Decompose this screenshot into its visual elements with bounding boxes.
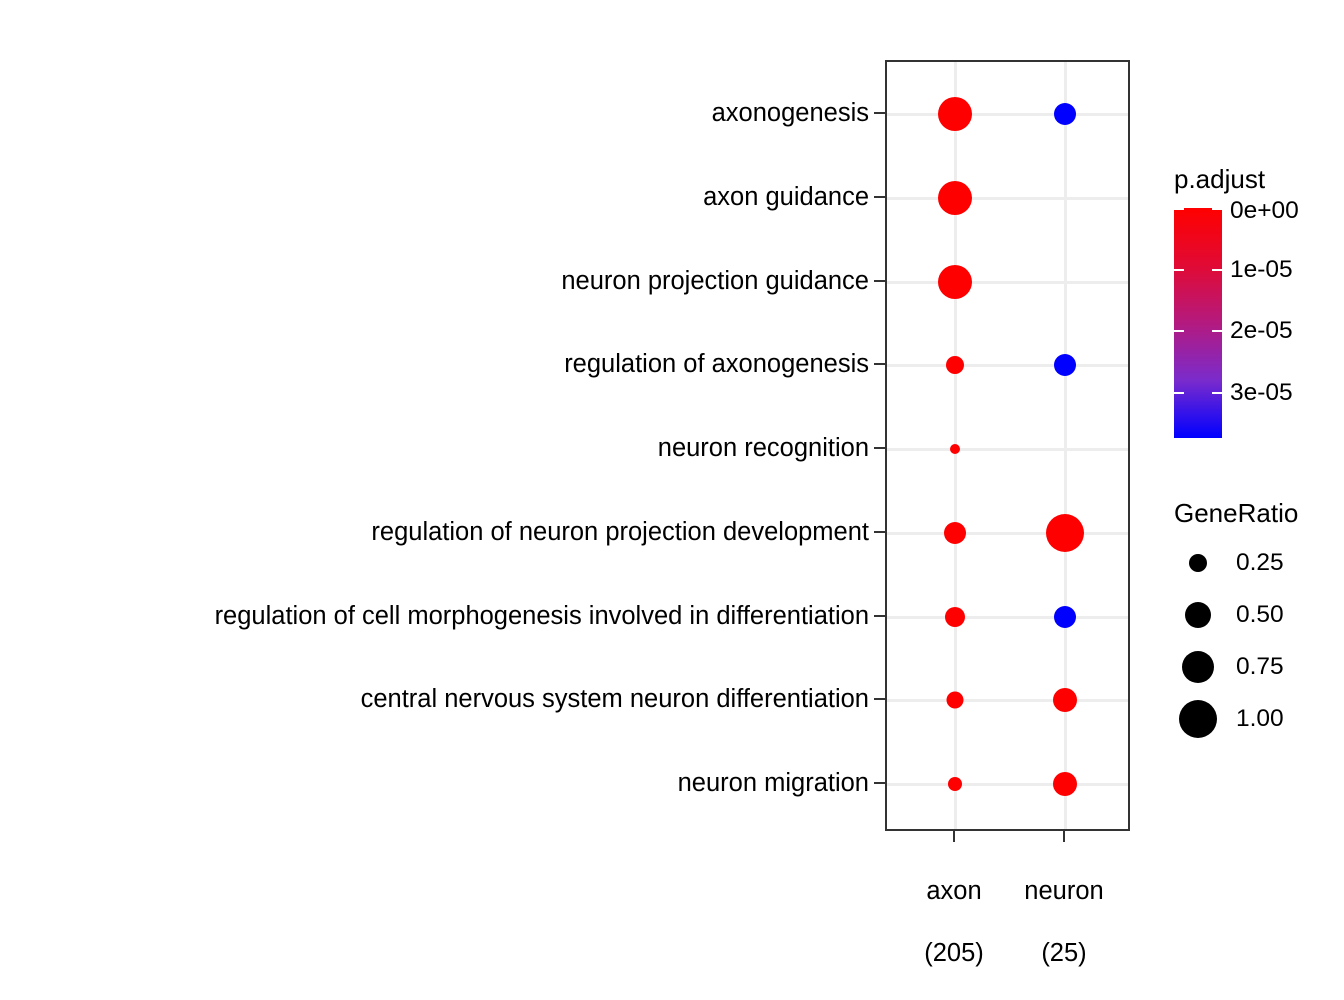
colorbar-tick-label: 2e-05	[1230, 317, 1293, 344]
data-point[interactable]	[946, 356, 964, 374]
colorbar-p-adjust	[1174, 208, 1222, 438]
y-axis: axonogenesis axon guidance neuron projec…	[214, 99, 869, 797]
colorbar-tick-label: 1e-05	[1230, 256, 1293, 283]
x-tick-label-neuron: neuron (25)	[964, 845, 1164, 1000]
gridline-horizontal	[887, 699, 1128, 702]
data-point[interactable]	[1054, 103, 1076, 125]
y-tick-label: central nervous system neuron differenti…	[360, 685, 869, 713]
data-point[interactable]	[938, 181, 972, 215]
y-tick-mark	[874, 698, 885, 700]
data-point[interactable]	[946, 691, 964, 709]
y-tick-label: neuron migration	[677, 769, 869, 797]
size-legend-dot	[1189, 554, 1207, 572]
size-legend-key	[1174, 643, 1222, 691]
data-point[interactable]	[938, 97, 972, 131]
gridline-horizontal	[887, 532, 1128, 535]
size-legend-label: 1.00	[1236, 705, 1284, 732]
dotplot-figure: axonogenesis axon guidance neuron projec…	[214, 60, 1299, 967]
size-legend-dot	[1179, 700, 1217, 738]
data-point[interactable]	[1054, 606, 1076, 628]
data-point[interactable]	[1054, 354, 1076, 376]
colorbar-tick-label: 0e+00	[1230, 197, 1299, 224]
size-legend-key	[1174, 591, 1222, 639]
colorbar-tick	[1212, 330, 1222, 332]
size-legend-key	[1174, 695, 1222, 743]
gridline-horizontal	[887, 281, 1128, 284]
colorbar-tick	[1174, 269, 1184, 271]
gridline-vertical	[1064, 62, 1067, 829]
colorbar-tick-label: 3e-05	[1230, 379, 1293, 406]
data-point[interactable]	[945, 607, 965, 627]
y-tick-mark	[874, 363, 885, 365]
size-legend-key	[1174, 539, 1222, 587]
gridline-horizontal	[887, 113, 1128, 116]
colorbar-tick	[1212, 269, 1222, 271]
gridline-horizontal	[887, 364, 1128, 367]
x-tick-mark	[953, 831, 955, 842]
data-point[interactable]	[948, 777, 962, 791]
y-tick-mark	[874, 280, 885, 282]
size-legend-dot	[1185, 602, 1211, 628]
x-tick-mark	[1063, 831, 1065, 842]
colorbar-tick	[1212, 208, 1222, 210]
colorbar-tick	[1174, 330, 1184, 332]
x-tick-label-count: (25)	[1041, 939, 1087, 967]
legend-title-p-adjust: p.adjust	[1174, 164, 1266, 194]
y-tick-mark	[874, 782, 885, 784]
gridline-horizontal	[887, 616, 1128, 619]
y-tick-label: axon guidance	[703, 183, 869, 211]
x-tick-label-name: axon	[926, 877, 982, 905]
y-tick-label: regulation of axonogenesis	[564, 350, 869, 378]
colorbar-tick	[1174, 208, 1184, 210]
data-point[interactable]	[1053, 772, 1077, 796]
size-legend-dot	[1182, 651, 1214, 683]
y-tick-label: regulation of neuron projection developm…	[371, 518, 869, 546]
y-tick-label: neuron projection guidance	[561, 267, 869, 295]
y-tick-mark	[874, 196, 885, 198]
data-point[interactable]	[944, 522, 966, 544]
data-point[interactable]	[1046, 514, 1084, 552]
y-tick-mark	[874, 112, 885, 114]
legend-title-gene-ratio: GeneRatio	[1174, 498, 1299, 528]
y-tick-label: regulation of cell morphogenesis involve…	[214, 602, 869, 630]
colorbar-tick	[1174, 392, 1184, 394]
gridline-horizontal	[887, 197, 1128, 200]
size-legend-label: 0.75	[1236, 653, 1284, 680]
x-tick-label-name: neuron	[1024, 877, 1104, 905]
data-point[interactable]	[938, 265, 972, 299]
y-tick-mark	[874, 531, 885, 533]
data-point[interactable]	[1053, 688, 1077, 712]
size-legend-label: 0.50	[1236, 601, 1284, 628]
y-tick-label: axonogenesis	[711, 99, 869, 127]
y-tick-label: neuron recognition	[657, 434, 869, 462]
y-tick-mark	[874, 615, 885, 617]
gridline-horizontal	[887, 783, 1128, 786]
colorbar-tick	[1212, 392, 1222, 394]
plot-panel	[885, 60, 1130, 831]
data-point[interactable]	[950, 444, 960, 454]
y-tick-mark	[874, 447, 885, 449]
gridline-horizontal	[887, 448, 1128, 451]
size-legend-label: 0.25	[1236, 549, 1284, 576]
